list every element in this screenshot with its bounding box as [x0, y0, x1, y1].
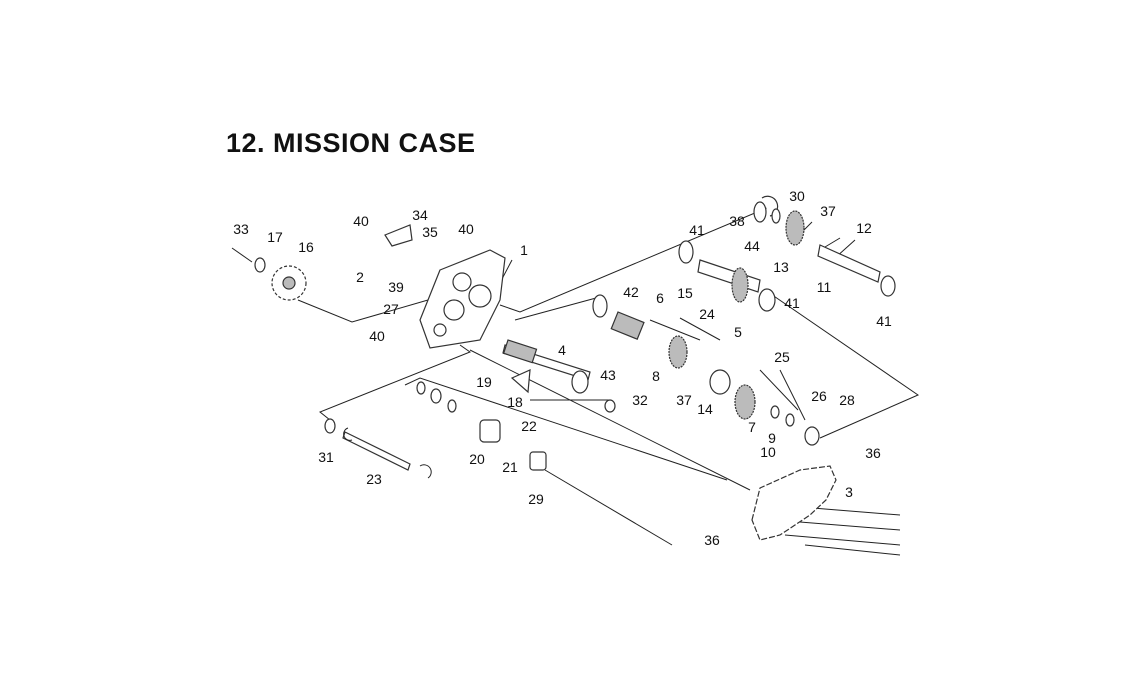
callout-c24: 24 [699, 306, 715, 322]
callout-c8: 8 [652, 368, 660, 384]
callout-c10: 10 [760, 444, 776, 460]
page-title: 12. MISSION CASE [226, 128, 476, 158]
callout-c11: 11 [817, 279, 832, 295]
callout-c7: 7 [748, 419, 756, 435]
callout-c19: 19 [476, 374, 492, 390]
callout-c3: 3 [845, 484, 853, 500]
callout-c40a: 40 [353, 213, 369, 229]
callout-c14: 14 [697, 401, 713, 417]
callout-c34: 34 [412, 207, 428, 223]
callout-c22: 22 [521, 418, 537, 434]
callout-c21: 21 [502, 459, 518, 475]
callout-c25: 25 [774, 349, 790, 365]
callout-c41a: 41 [689, 222, 705, 238]
side-cover-gasket [751, 465, 837, 541]
callout-c40c: 40 [369, 328, 385, 344]
drive-sprocket [231, 247, 307, 301]
callout-c37b: 37 [676, 392, 692, 408]
callout-c28: 28 [839, 392, 855, 408]
mission-case-housing [384, 224, 506, 349]
callout-c18: 18 [507, 394, 523, 410]
callout-c20: 20 [469, 451, 485, 467]
callout-c6: 6 [656, 290, 664, 306]
callout-c38: 38 [729, 213, 745, 229]
callout-c2: 2 [356, 269, 364, 285]
callout-c31: 31 [318, 449, 334, 465]
callout-c4: 4 [558, 342, 566, 358]
callout-c37a: 37 [820, 203, 836, 219]
callout-c42: 42 [623, 284, 639, 300]
upper-gear-set [753, 195, 896, 297]
callout-c30: 30 [789, 188, 805, 204]
callout-c17: 17 [267, 229, 283, 245]
callout-c1: 1 [520, 242, 528, 258]
callout-c13: 13 [773, 259, 789, 275]
callout-c15: 15 [677, 285, 693, 301]
callout-c44: 44 [744, 238, 760, 254]
callout-c27: 27 [383, 301, 399, 317]
callout-c39: 39 [388, 279, 404, 295]
callout-c36a: 36 [865, 445, 881, 461]
callout-c41b: 41 [784, 295, 800, 311]
counter-shaft [592, 294, 820, 446]
callout-c41c: 41 [876, 313, 892, 329]
callout-c35: 35 [422, 224, 438, 240]
callout-c5: 5 [734, 324, 742, 340]
callout-c12: 12 [856, 220, 872, 236]
callout-c23: 23 [366, 471, 382, 487]
main-shaft [502, 339, 616, 413]
callout-c9: 9 [768, 430, 776, 446]
callout-c16: 16 [298, 239, 314, 255]
output-shaft [678, 240, 776, 312]
callout-c32: 32 [632, 392, 648, 408]
callout-c33: 33 [233, 221, 249, 237]
callout-c43: 43 [600, 367, 616, 383]
callout-c26: 26 [811, 388, 827, 404]
callout-c36b: 36 [704, 532, 720, 548]
shift-assembly [324, 381, 547, 479]
callout-c40b: 40 [458, 221, 474, 237]
callout-c29: 29 [528, 491, 544, 507]
